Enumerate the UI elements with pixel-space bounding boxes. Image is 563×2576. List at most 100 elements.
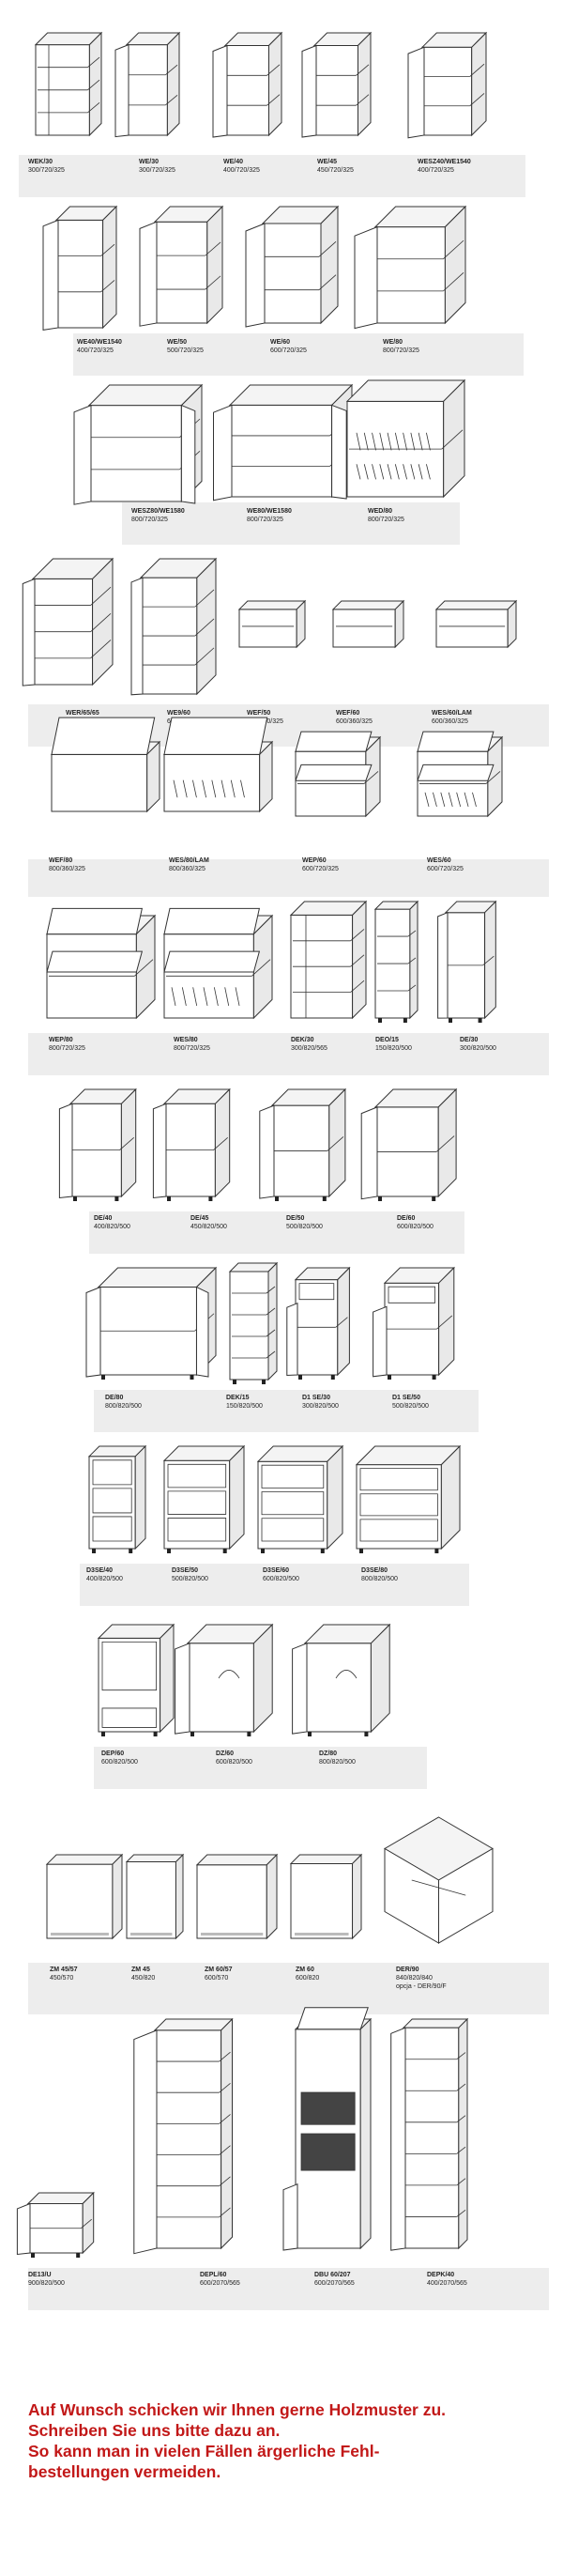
- open-shelf-base-cabinet-icon: [375, 902, 418, 1023]
- dish-rack-wall-cabinet-icon: [347, 380, 464, 502]
- cabinet-code: WESZ40/WE1540: [418, 159, 471, 165]
- cabinet-code: ZM 60: [296, 1967, 314, 1973]
- cabinet-code: DEO/15: [375, 1037, 399, 1043]
- footer-line-2: Schreiben Sie uns bitte dazu an.: [28, 2421, 281, 2440]
- cabinet-label: ZM 60 600/820: [296, 1966, 319, 1982]
- cabinet-code: WEF/80: [49, 857, 73, 864]
- cabinet-dimensions: 800/720/325: [49, 1045, 85, 1052]
- footer-line-4: bestellungen vermeiden.: [28, 2462, 221, 2481]
- cabinet-code: DE/50: [286, 1215, 305, 1222]
- cabinet-dimensions: 600/360/325: [432, 718, 468, 725]
- corner-wall-cabinet-icon: [141, 559, 216, 700]
- corner-wall-cabinet-icon: [89, 385, 202, 507]
- dishwasher-front-icon: [291, 1855, 361, 1944]
- base-cabinet-icon: [70, 1089, 150, 1201]
- cabinet-code: DEK/15: [226, 1395, 250, 1401]
- cabinet-code: DZ/80: [319, 1751, 338, 1757]
- cabinet-dimensions: 600/2070/565: [314, 2280, 355, 2287]
- corner-wall-cabinet-icon: [33, 559, 113, 690]
- cabinet-dimensions: 450/820: [131, 1975, 156, 1982]
- double-flap-wall-cabinet-icon: [418, 737, 502, 822]
- cabinet-code: ZM 45: [131, 1967, 150, 1973]
- cabinet-code: WES/60: [427, 857, 451, 864]
- cabinet-dimensions: 600/570: [205, 1975, 229, 1982]
- double-door-wall-cabinet-icon: [375, 207, 488, 329]
- cabinet-code: DE/45: [190, 1215, 209, 1222]
- cabinet-code: D3SE/60: [263, 1567, 290, 1574]
- cabinet-code: WE/45: [317, 159, 338, 165]
- corner-open-shelf-wall-cabinet-icon: [36, 33, 101, 141]
- wall-cabinet-icon: [155, 207, 239, 329]
- label-band: [28, 1963, 549, 2014]
- cabinet-code: DEPK/40: [427, 2272, 455, 2278]
- cabinet-dimensions: 600/820/500: [216, 1759, 252, 1766]
- tall-pantry-cabinet-icon: [155, 2019, 258, 2254]
- cabinet-code: WER/65/65: [66, 710, 99, 717]
- cabinet-code: WES/80/LAM: [169, 857, 209, 864]
- cabinet-code: DZ/60: [216, 1751, 235, 1757]
- cabinet-code: D1 SE/50: [392, 1395, 420, 1401]
- cabinet-dimensions: 500/820/500: [172, 1576, 208, 1582]
- cabinet-code: WE/30: [139, 159, 160, 165]
- label-band: [94, 1747, 427, 1789]
- cabinet-code: WE9/60: [167, 710, 190, 717]
- double-door-base-cabinet-icon: [99, 1268, 216, 1380]
- cabinet-code: WESZ80/WE1580: [131, 508, 185, 515]
- flap-wall-cabinet-icon: [436, 601, 516, 653]
- oven-base-cabinet-icon: [99, 1625, 174, 1736]
- cabinet-dimensions: 600/2070/565: [200, 2280, 240, 2287]
- cabinet-dimensions: 400/820/500: [86, 1576, 123, 1582]
- cabinet-dimensions: 300/720/325: [139, 167, 175, 174]
- label-band: [122, 502, 460, 545]
- cabinet-dimensions: 150/820/500: [226, 1403, 263, 1410]
- cabinet-dimensions: 840/820/840: [396, 1975, 433, 1982]
- cabinet-code: WE/50: [167, 339, 188, 346]
- cabinet-dimensions: 600/720/325: [427, 866, 464, 872]
- wall-cabinet-icon: [263, 207, 357, 329]
- cabinet-dimensions: 600/820/500: [397, 1224, 434, 1230]
- cabinet-code: ZM 45/57: [50, 1967, 78, 1973]
- cabinet-code: WE/80: [383, 339, 403, 346]
- cabinet-dimensions: 500/720/325: [167, 347, 204, 354]
- wall-cabinet-icon: [225, 33, 296, 141]
- cabinet-dimensions: 800/720/325: [247, 517, 283, 523]
- cabinet-dimensions: 150/820/500: [375, 1045, 412, 1052]
- cabinet-code: WE/60: [270, 339, 291, 346]
- cabinet-dimensions: 400/720/325: [77, 347, 114, 354]
- tall-cabinet-icon: [403, 2019, 483, 2254]
- cabinet-dimensions: 600/820: [296, 1975, 320, 1982]
- cabinet-code: DE13/U: [28, 2272, 52, 2278]
- cabinet-dimensions: 400/2070/565: [427, 2280, 467, 2287]
- label-band: [19, 155, 525, 197]
- wall-cabinet-icon: [127, 33, 192, 141]
- cabinet-dimensions: 800/720/325: [368, 517, 404, 523]
- drawer-base-cabinet-icon: [296, 1268, 361, 1380]
- cabinet-dimensions: 800/820/500: [105, 1403, 142, 1410]
- sink-base-cabinet-icon: [188, 1625, 291, 1736]
- cabinet-code: DER/90: [396, 1967, 419, 1973]
- flap-wall-cabinet-icon: [52, 742, 160, 817]
- label-band: [89, 1211, 464, 1254]
- cabinet-code: WED/80: [368, 508, 393, 515]
- cabinet-code: WE/40: [223, 159, 244, 165]
- footer-line-1: Auf Wunsch schicken wir Ihnen gerne Holz…: [28, 2400, 447, 2419]
- dishwasher-front-icon: [127, 1855, 183, 1944]
